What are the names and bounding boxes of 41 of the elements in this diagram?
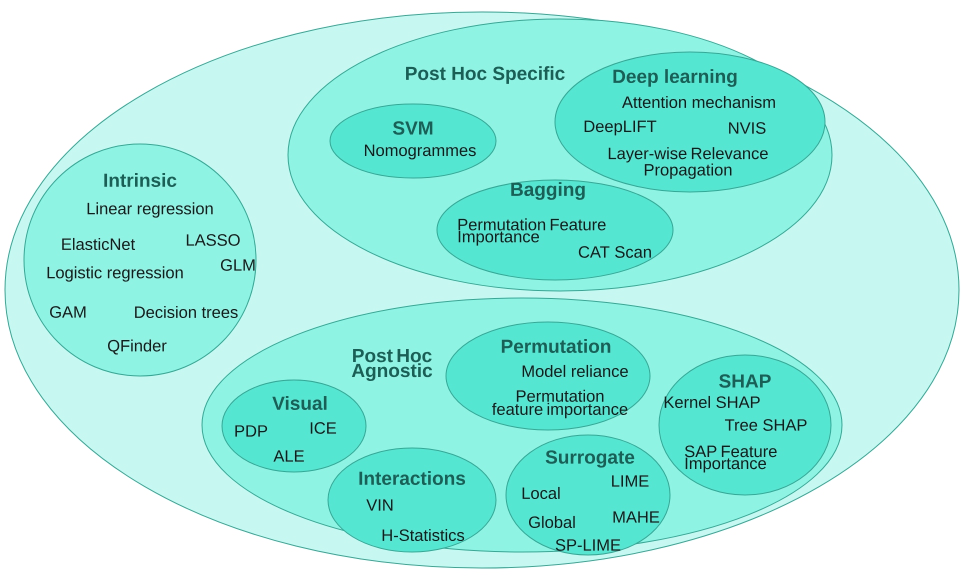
method-label: Layer-wise Relevance Propagation	[608, 147, 768, 179]
method-label: Attention mechanism	[622, 96, 775, 108]
method-label: CAT Scan	[578, 246, 651, 258]
method-label: PDP	[235, 425, 268, 437]
category-heading: Post Hoc Specific	[406, 66, 565, 84]
category-heading: Interactions	[359, 471, 466, 485]
category-heading: Post Hoc Agnostic	[352, 348, 432, 382]
category-heading: Bagging	[511, 182, 585, 200]
method-label: Model reliance	[522, 364, 628, 378]
method-label: Decision trees	[135, 306, 238, 318]
method-label: GAM	[50, 306, 86, 318]
method-label: ElasticNet	[62, 238, 136, 250]
method-label: Global	[529, 516, 575, 528]
method-label: Tree SHAP	[724, 419, 807, 431]
method-label: ICE	[310, 422, 336, 434]
method-label: SAP Feature Importance	[684, 446, 777, 472]
method-label: SP-LIME	[556, 539, 620, 551]
method-label: GLM	[220, 259, 255, 271]
method-label: Permutation Feature Importance	[458, 218, 606, 246]
category-heading: Deep learning	[613, 69, 737, 87]
category-heading: Permutation	[502, 339, 610, 353]
method-label: Linear regression	[88, 202, 213, 218]
method-label: Logistic regression	[48, 266, 183, 282]
method-label: Kernel SHAP	[664, 396, 760, 408]
category-heading: SVM	[392, 121, 432, 135]
category-heading: SHAP	[719, 374, 771, 388]
category-heading: Surrogate	[546, 450, 634, 468]
method-label: Permutation feature importance	[492, 390, 628, 418]
method-label: VIN	[366, 499, 392, 511]
category-heading: Visual	[272, 396, 326, 410]
category-heading: Intrinsic	[104, 173, 176, 187]
method-label: MAHE	[614, 511, 660, 523]
method-label: Local	[522, 486, 560, 500]
method-label: DeepLIFT	[584, 120, 656, 136]
method-label: LASSO	[186, 234, 240, 246]
method-label: Nomogrammes	[364, 144, 476, 160]
method-label: QFinder	[108, 339, 167, 355]
method-label: NVIS	[729, 122, 766, 134]
method-label: LIME	[612, 475, 649, 487]
method-label: H-Statistics	[382, 528, 464, 542]
method-label: ALE	[273, 450, 304, 462]
